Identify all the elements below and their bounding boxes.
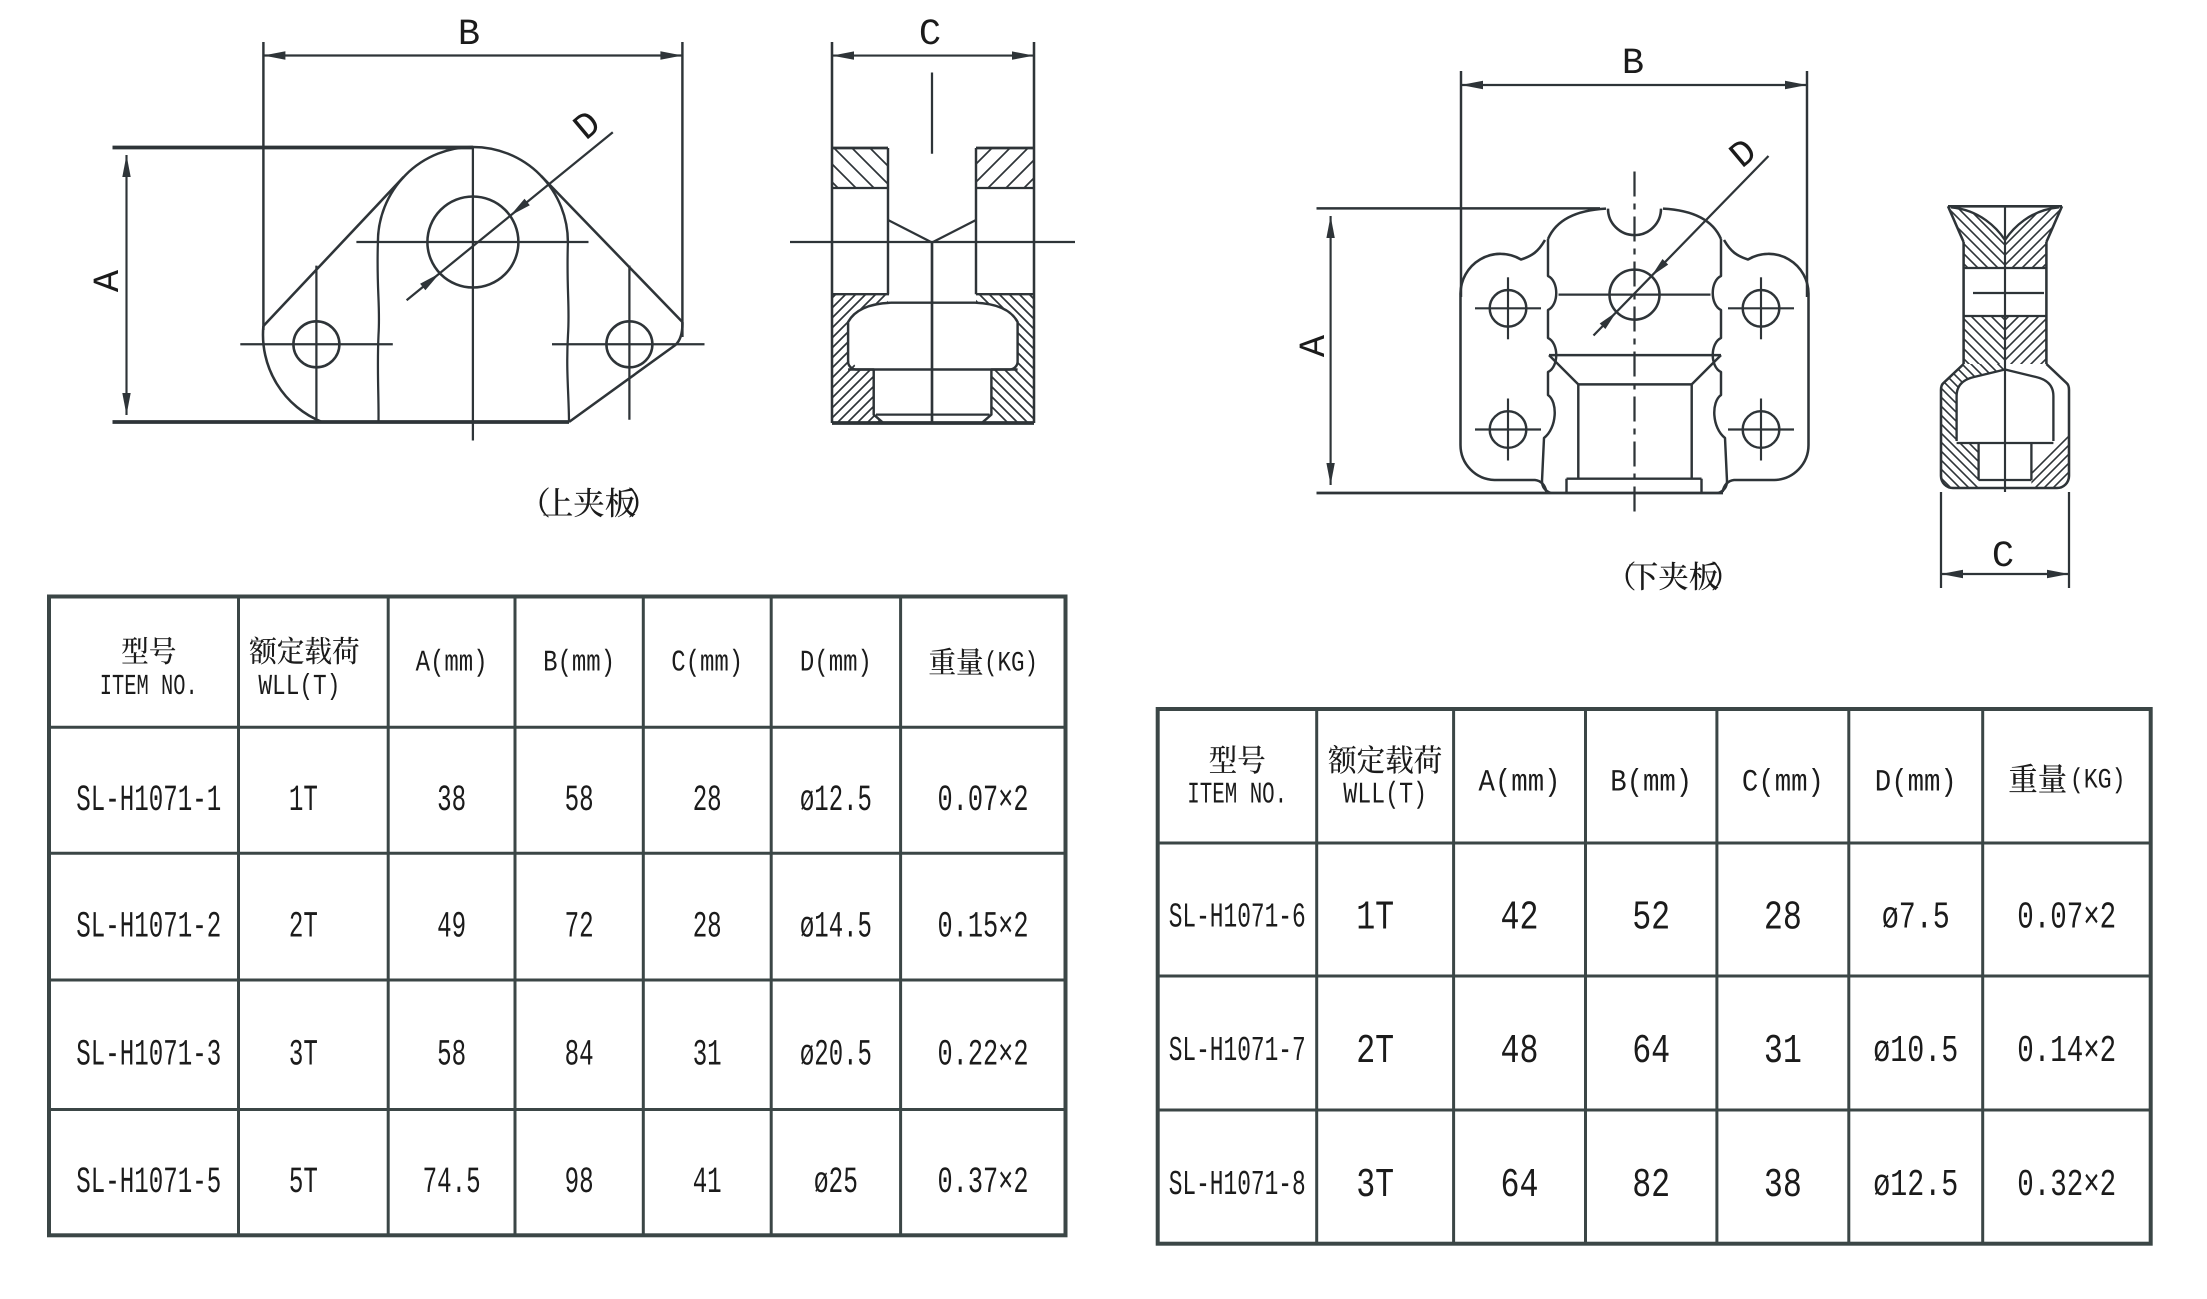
svg-text:72: 72 [565, 906, 594, 948]
svg-text:C(mm): C(mm) [1742, 766, 1824, 801]
svg-text:98: 98 [565, 1162, 594, 1204]
svg-text:B: B [1622, 43, 1644, 85]
svg-text:ø10.5: ø10.5 [1873, 1030, 1958, 1073]
svg-text:0.15×2: 0.15×2 [938, 906, 1029, 948]
svg-text:52: 52 [1632, 896, 1670, 942]
svg-text:D(mm): D(mm) [800, 646, 872, 680]
svg-text:2T: 2T [1356, 1029, 1394, 1075]
svg-text:SL-H1071-2: SL-H1071-2 [76, 906, 221, 948]
svg-text:28: 28 [693, 780, 722, 822]
svg-text:ø12.5: ø12.5 [1873, 1164, 1958, 1207]
svg-text:B(mm): B(mm) [543, 646, 615, 680]
svg-text:SL-H1071-6: SL-H1071-6 [1169, 898, 1306, 938]
svg-text:B: B [458, 14, 480, 56]
svg-text:3T: 3T [1356, 1163, 1394, 1209]
svg-text:A: A [1294, 334, 1336, 357]
svg-text:0.22×2: 0.22×2 [938, 1035, 1029, 1077]
svg-text:ø7.5: ø7.5 [1882, 897, 1950, 940]
svg-text:0.14×2: 0.14×2 [2017, 1030, 2116, 1073]
svg-text:58: 58 [565, 780, 594, 822]
svg-text:SL-H1071-1: SL-H1071-1 [76, 780, 221, 822]
svg-text:SL-H1071-3: SL-H1071-3 [76, 1035, 221, 1077]
svg-text:A: A [88, 269, 130, 292]
svg-text:82: 82 [1632, 1163, 1670, 1209]
svg-text:ITEM NO.: ITEM NO. [1187, 778, 1287, 812]
svg-text:(KG): (KG) [2070, 766, 2126, 797]
svg-text:C: C [1992, 536, 2014, 578]
svg-text:64: 64 [1501, 1163, 1539, 1209]
svg-text:1T: 1T [289, 780, 318, 822]
svg-text:42: 42 [1501, 896, 1539, 942]
svg-text:0.37×2: 0.37×2 [938, 1162, 1029, 1204]
svg-text:ø25: ø25 [814, 1162, 858, 1204]
svg-text:WLL(T): WLL(T) [258, 670, 340, 703]
svg-text:58: 58 [437, 1035, 466, 1077]
svg-text:A(mm): A(mm) [416, 646, 488, 680]
svg-text:0.07×2: 0.07×2 [2017, 897, 2116, 940]
svg-text:0.32×2: 0.32×2 [2017, 1164, 2116, 1207]
svg-text:49: 49 [437, 906, 466, 948]
svg-text:WLL(T): WLL(T) [1343, 778, 1427, 812]
svg-text:5T: 5T [289, 1162, 318, 1204]
svg-text:ø14.5: ø14.5 [800, 906, 872, 948]
svg-text:38: 38 [437, 780, 466, 822]
svg-text:2T: 2T [289, 906, 318, 948]
svg-text:SL-H1071-5: SL-H1071-5 [76, 1162, 221, 1204]
svg-text:74.5: 74.5 [423, 1162, 481, 1204]
svg-text:1T: 1T [1356, 896, 1394, 942]
svg-text:SL-H1071-8: SL-H1071-8 [1169, 1165, 1306, 1205]
svg-text:ø12.5: ø12.5 [800, 780, 872, 822]
svg-text:0.07×2: 0.07×2 [938, 780, 1029, 822]
svg-text:A(mm): A(mm) [1479, 766, 1561, 801]
svg-text:C(mm): C(mm) [671, 646, 743, 680]
svg-text:3T: 3T [289, 1035, 318, 1077]
svg-text:84: 84 [565, 1035, 594, 1077]
svg-text:31: 31 [1764, 1029, 1802, 1075]
svg-text:(KG): (KG) [984, 649, 1038, 680]
svg-text:B(mm): B(mm) [1610, 766, 1692, 801]
svg-text:38: 38 [1764, 1163, 1802, 1209]
svg-text:48: 48 [1501, 1029, 1539, 1075]
svg-text:64: 64 [1632, 1029, 1670, 1075]
svg-text:28: 28 [693, 906, 722, 948]
svg-text:C: C [919, 14, 941, 56]
svg-text:28: 28 [1764, 896, 1802, 942]
svg-text:41: 41 [693, 1162, 722, 1204]
svg-text:ITEM NO.: ITEM NO. [100, 670, 198, 703]
svg-text:SL-H1071-7: SL-H1071-7 [1169, 1031, 1306, 1071]
svg-text:D(mm): D(mm) [1875, 766, 1957, 801]
svg-text:31: 31 [693, 1035, 722, 1077]
svg-text:ø20.5: ø20.5 [800, 1035, 872, 1077]
